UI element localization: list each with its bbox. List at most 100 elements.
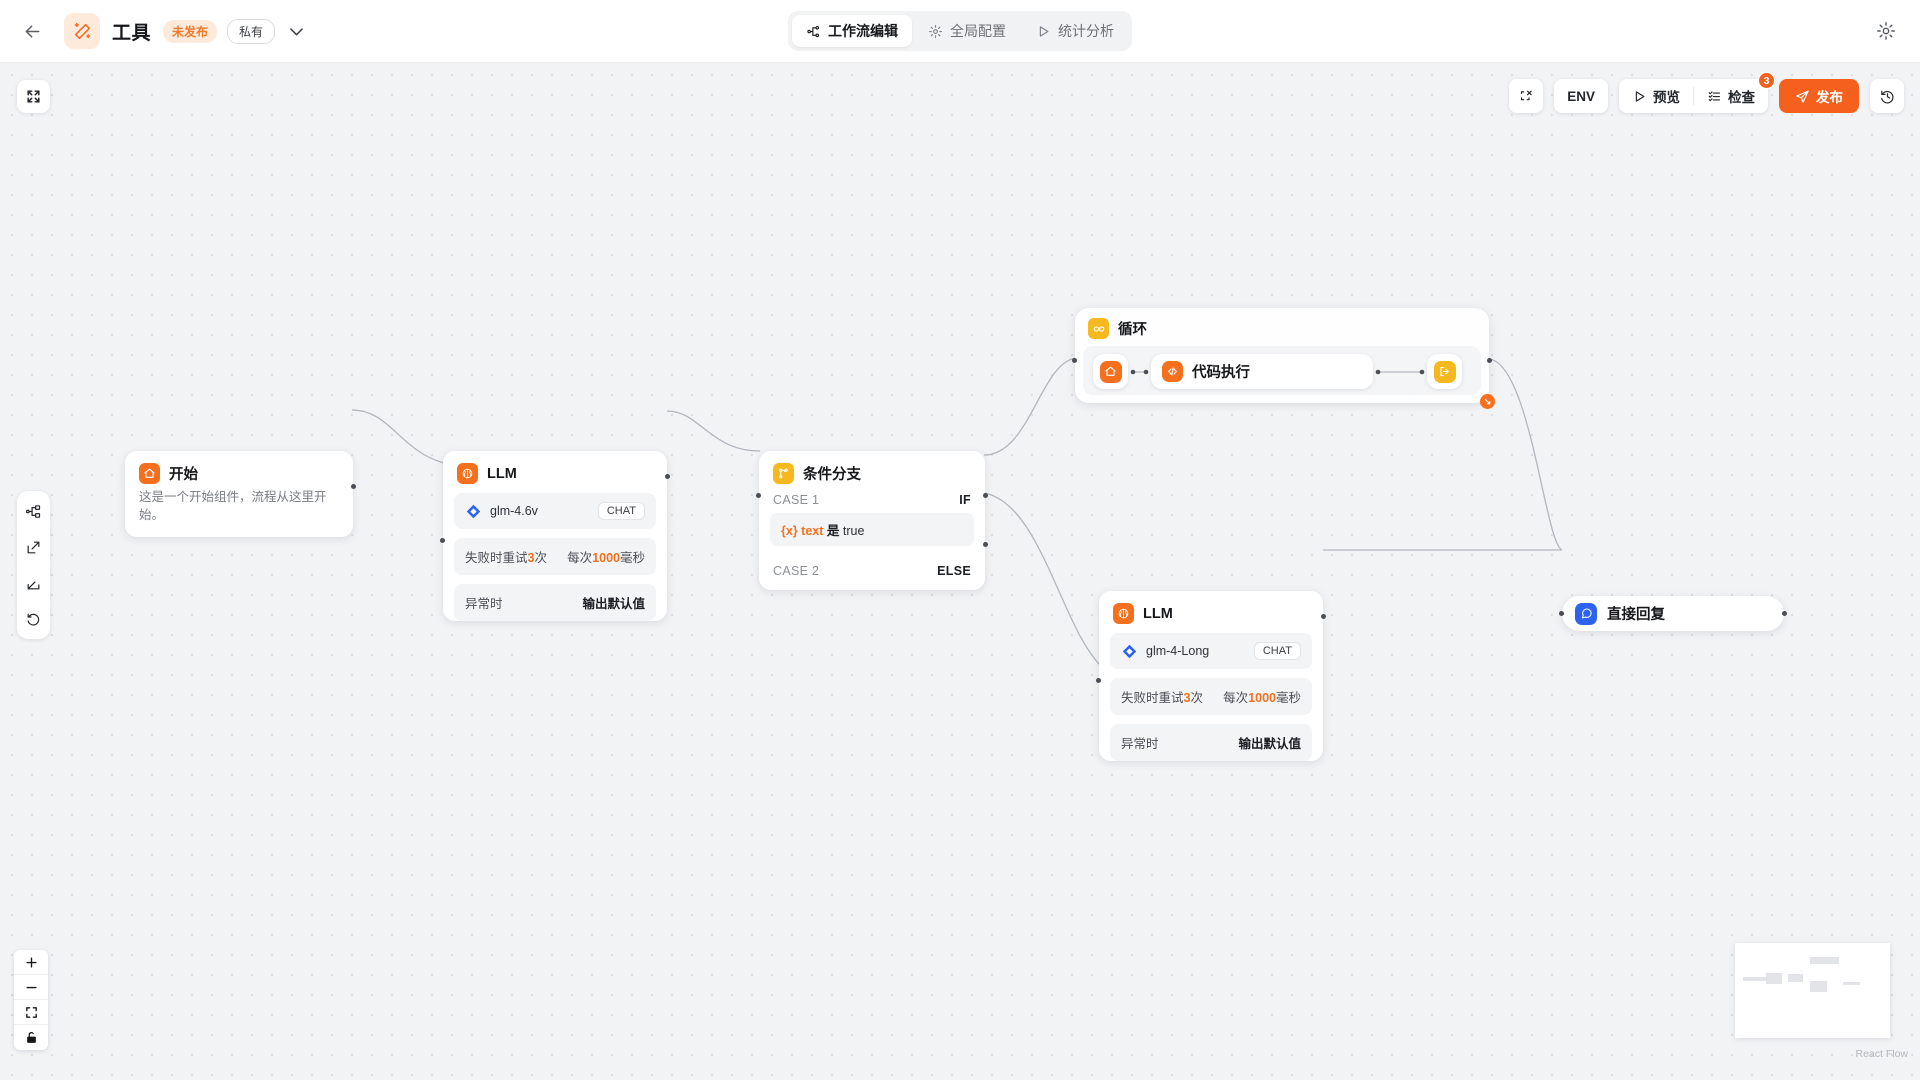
tab-global-config[interactable]: 全局配置 <box>914 15 1020 47</box>
edge-loop-to-reply <box>1488 358 1563 551</box>
branch-icon <box>773 463 794 484</box>
port-llm-1-input[interactable] <box>440 538 445 543</box>
clear-selection-button[interactable] <box>1509 79 1544 113</box>
node-condition-expr-value: true <box>842 524 865 538</box>
loop-start-node[interactable] <box>1093 354 1128 389</box>
minimap-node <box>1766 973 1782 984</box>
main-tabs: 工作流编辑 全局配置 统计分析 <box>788 11 1132 51</box>
port-direct-reply-output[interactable] <box>1782 611 1787 616</box>
zoom-in-button[interactable] <box>14 950 48 975</box>
undo-icon <box>27 613 40 626</box>
port-llm-2-input[interactable] <box>1096 678 1101 683</box>
node-llm-1-retry-row: 失败时重试3次 每次1000毫秒 <box>454 538 656 575</box>
node-condition-expr-operator: 是 <box>826 524 840 538</box>
preview-button[interactable]: 预览 <box>1619 79 1693 113</box>
preview-label: 预览 <box>1653 90 1680 105</box>
port-direct-reply-input[interactable] <box>1559 611 1564 616</box>
minimap-node <box>1743 977 1772 981</box>
port-condition-input[interactable] <box>756 493 761 498</box>
port-loop-output[interactable] <box>1487 358 1492 363</box>
check-label: 检查 <box>1728 90 1755 105</box>
brain-icon <box>1113 603 1134 624</box>
import-flow-button[interactable] <box>21 534 47 560</box>
fit-view-icon <box>25 1006 37 1018</box>
node-llm-2-interval-post: 毫秒 <box>1275 691 1301 705</box>
minus-icon <box>25 986 37 988</box>
check-button[interactable]: 检查 <box>1694 79 1768 113</box>
node-condition-title: 条件分支 <box>803 467 861 483</box>
header-dropdown-button[interactable] <box>287 22 306 41</box>
minimap[interactable] <box>1735 943 1890 1038</box>
brain-icon <box>457 463 478 484</box>
node-llm-2-exception-label: 异常时 <box>1121 737 1159 751</box>
node-llm-2-retry-count: 3 <box>1183 691 1191 705</box>
checklist-icon <box>1708 90 1721 101</box>
history-icon <box>1880 90 1893 103</box>
port-condition-else-output[interactable] <box>983 542 988 547</box>
node-start[interactable]: 开始 这是一个开始组件，流程从这里开始。 <box>125 451 356 537</box>
loop-exit-node[interactable] <box>1427 354 1462 389</box>
node-llm-2[interactable]: LLM glm-4-Long CHAT 失败时重试3次 每次1000毫秒 异常时… <box>1096 591 1326 761</box>
edge-condition-to-llm2 <box>983 492 1101 666</box>
node-llm-1-retry-count: 3 <box>527 551 535 565</box>
zoom-out-button[interactable] <box>14 975 48 1000</box>
expand-icon <box>27 90 40 103</box>
loop-resize-handle[interactable] <box>1480 394 1495 409</box>
node-condition-case2-row: CASE 2 ELSE <box>759 555 985 590</box>
port-loop-input[interactable] <box>1072 358 1077 363</box>
lock-canvas-button[interactable] <box>14 1025 48 1050</box>
node-llm-2-model-row[interactable]: glm-4-Long CHAT <box>1110 633 1312 669</box>
node-loop[interactable]: 循环 代码执行 <box>1072 308 1495 409</box>
minimap-node <box>1810 957 1839 964</box>
node-direct-reply[interactable]: 直接回复 <box>1559 596 1787 631</box>
node-llm-1-retry-post: 次 <box>534 551 547 565</box>
workflow-canvas[interactable]: ENV 预览 检查 3 发布 <box>0 63 1920 1080</box>
lock-icon <box>26 1032 36 1043</box>
infinity-icon <box>1088 318 1109 339</box>
zoom-controls <box>14 950 48 1050</box>
zhipu-diamond-icon <box>1122 644 1137 658</box>
port-llm-1-output[interactable] <box>665 474 670 479</box>
export-flow-button[interactable] <box>21 570 47 596</box>
workflow-icon <box>807 25 820 37</box>
port-llm-2-output[interactable] <box>1321 614 1326 619</box>
env-label: ENV <box>1567 88 1595 104</box>
node-condition-expression[interactable]: {x} text 是 true <box>770 513 974 546</box>
node-llm-1[interactable]: LLM glm-4.6v CHAT 失败时重试3次 每次1000毫秒 异常时 输… <box>440 451 670 621</box>
minimap-node <box>1843 982 1860 985</box>
node-llm-2-header: LLM <box>1099 591 1323 624</box>
settings-button[interactable] <box>1870 15 1902 47</box>
play-icon <box>1039 25 1049 37</box>
history-button[interactable] <box>1870 79 1904 113</box>
node-condition-case1-label: CASE 1 <box>773 493 820 507</box>
tab-statistics-label: 统计分析 <box>1058 23 1114 39</box>
organize-nodes-button[interactable] <box>21 498 47 524</box>
node-condition[interactable]: 条件分支 CASE 1 IF {x} text 是 true CASE 2 EL… <box>756 451 988 590</box>
tab-statistics[interactable]: 统计分析 <box>1022 15 1128 47</box>
minimap-node <box>1788 974 1803 982</box>
status-badge: 未发布 <box>163 19 218 43</box>
port-condition-if-output[interactable] <box>983 493 988 498</box>
node-start-header: 开始 <box>125 451 353 484</box>
app-header: 工具 未发布 私有 工作流编辑 全局配置 <box>0 0 1920 63</box>
node-start-description: 这是一个开始组件，流程从这里开始。 <box>139 490 327 522</box>
app-icon <box>64 13 100 49</box>
undo-button[interactable] <box>21 606 47 632</box>
node-condition-case2-tag: ELSE <box>937 564 971 578</box>
publish-button[interactable]: 发布 <box>1779 79 1859 113</box>
node-llm-2-interval-pre: 每次 <box>1223 691 1249 705</box>
node-condition-case1-tag: IF <box>959 493 971 507</box>
node-llm-1-model-row[interactable]: glm-4.6v CHAT <box>454 493 656 529</box>
fit-view-button[interactable] <box>14 1000 48 1025</box>
node-direct-reply-title: 直接回复 <box>1607 607 1665 623</box>
node-llm-2-model: glm-4-Long <box>1146 644 1210 658</box>
node-llm-1-header: LLM <box>443 451 667 484</box>
tab-workflow-editor[interactable]: 工作流编辑 <box>792 15 912 47</box>
back-button[interactable] <box>14 13 50 49</box>
env-button[interactable]: ENV <box>1554 79 1608 113</box>
node-llm-1-interval-value: 1000 <box>592 551 620 565</box>
loop-inner-node-title: 代码执行 <box>1192 365 1250 381</box>
loop-inner-node-code[interactable]: 代码执行 <box>1151 354 1373 389</box>
port-start-output[interactable] <box>351 484 356 489</box>
fullscreen-button[interactable] <box>17 80 50 113</box>
